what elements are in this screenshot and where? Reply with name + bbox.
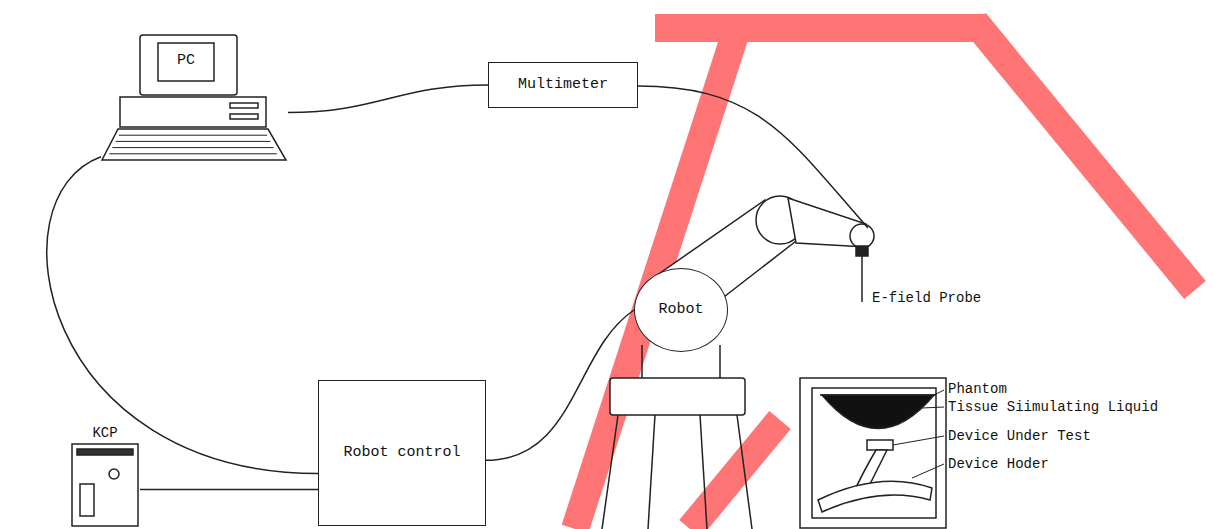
multimeter-box: Multimeter — [488, 62, 638, 108]
kcp-pendant: KCP — [70, 422, 140, 528]
part-label: Device Hoder — [948, 456, 1049, 472]
node-text: Robot — [658, 301, 703, 319]
probe-cable — [638, 86, 868, 228]
node-text: PC — [158, 52, 214, 70]
node-text: KCP — [70, 424, 140, 442]
computer-node: PC — [100, 32, 288, 162]
probe-label: E-field Probe — [872, 290, 981, 306]
node-text: Robot control — [343, 444, 460, 462]
part-label: Tissue Siimulating Liquid — [948, 399, 1158, 415]
phantom-setup — [800, 378, 946, 528]
cable-connector — [140, 489, 318, 491]
robot-joint-circle: Robot — [634, 268, 728, 352]
node-text: Multimeter — [518, 76, 608, 94]
watermark — [575, 22, 1195, 529]
leader-lines — [893, 390, 944, 478]
part-label: Device Under Test — [948, 428, 1091, 444]
cable-connector — [288, 85, 488, 113]
cable-connector — [486, 310, 634, 460]
computer-drawing — [100, 32, 288, 162]
cable-connector — [47, 157, 318, 474]
robot-control-box: Robot control — [318, 380, 486, 526]
part-label: Phantom — [948, 381, 1007, 397]
